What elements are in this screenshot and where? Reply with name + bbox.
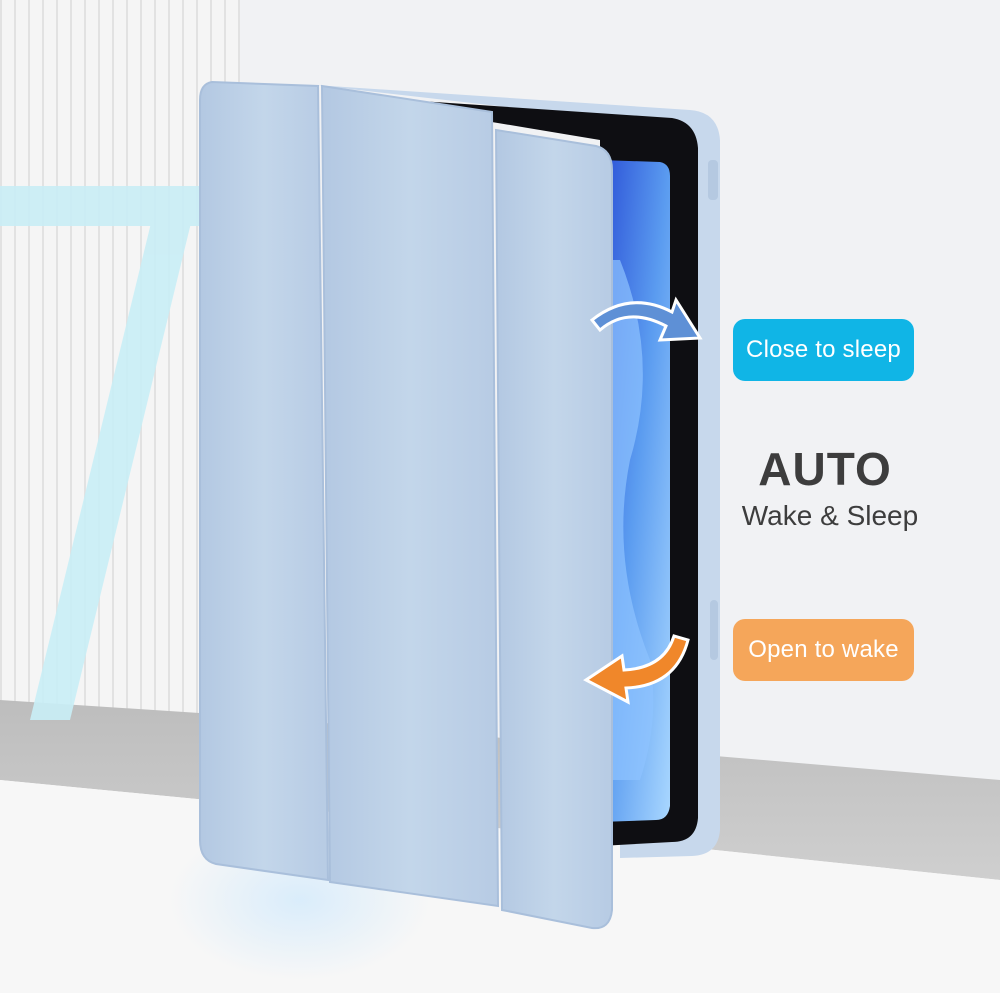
arrow-curved-right-icon — [589, 296, 703, 342]
close-to-sleep-label: Close to sleep — [733, 319, 914, 381]
screen-wave — [600, 260, 654, 780]
side-button-top — [708, 160, 718, 200]
cover-flap-right — [494, 128, 613, 930]
wake-sleep-subtitle: Wake & Sleep — [741, 500, 919, 531]
side-button-mid — [710, 600, 718, 660]
open-to-wake-label: Open to wake — [733, 619, 914, 681]
decorative-seven-shape — [0, 186, 200, 720]
auto-title: AUTO — [758, 443, 892, 495]
arrow-curved-left-icon — [583, 634, 690, 705]
cover-flap-middle — [320, 84, 500, 908]
cover-flap-left — [199, 80, 330, 882]
